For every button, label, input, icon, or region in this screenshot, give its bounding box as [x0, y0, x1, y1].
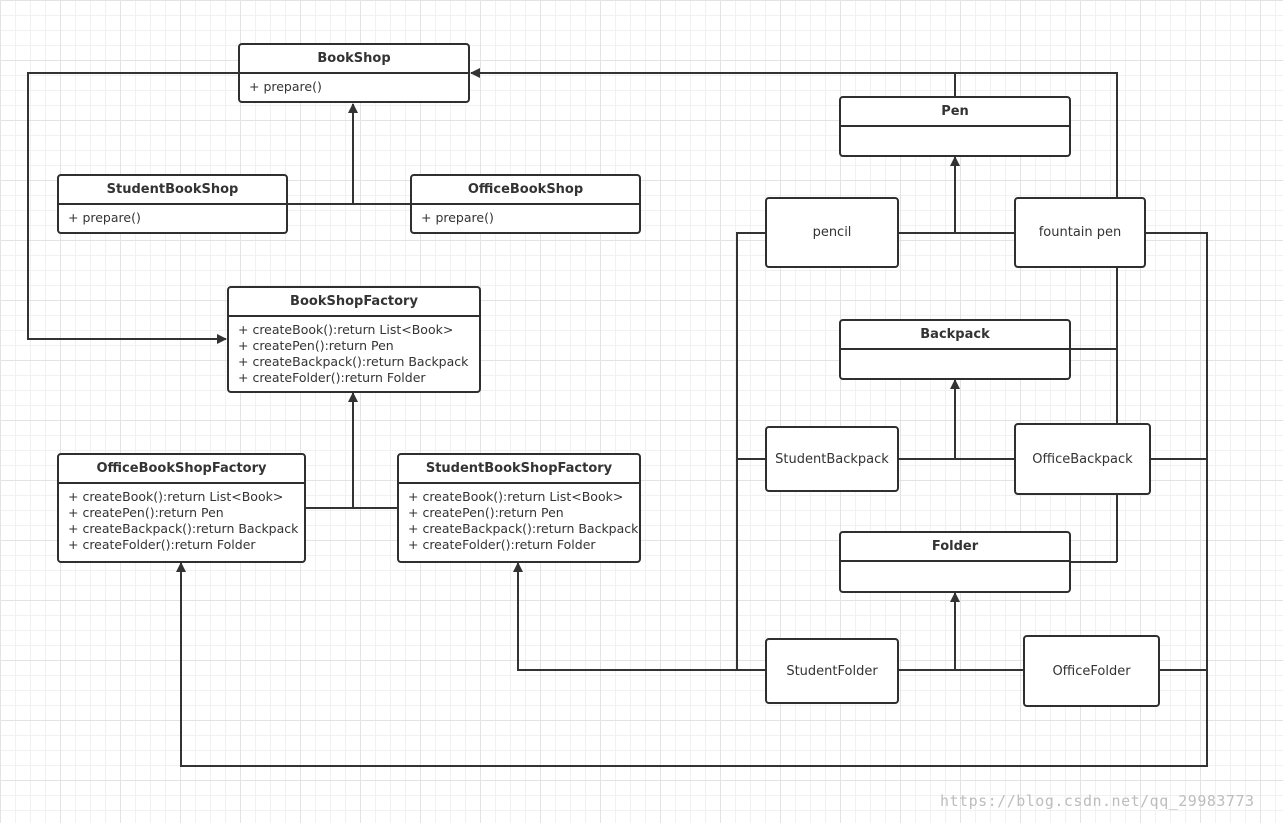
class-backpack-name: Backpack — [841, 321, 1069, 350]
member-create-backpack: + createBackpack():return Backpack — [68, 521, 299, 536]
class-pen-members — [841, 127, 1069, 155]
node-office-folder[interactable]: OfficeFolder — [1023, 635, 1160, 707]
class-bookshop-factory-members: + createBook():return List<Book> + creat… — [229, 317, 479, 391]
class-office-bookshop-members: + prepare() — [412, 205, 639, 232]
class-student-bookshop-factory[interactable]: StudentBookShopFactory + createBook():re… — [397, 453, 641, 563]
class-folder-name: Folder — [841, 533, 1069, 562]
class-backpack-members — [841, 350, 1069, 378]
class-bookshop-factory-name: BookShopFactory — [229, 288, 479, 317]
class-folder-members — [841, 562, 1069, 591]
office-products-bus — [470, 68, 1118, 562]
class-student-bookshop-factory-members: + createBook():return List<Book> + creat… — [399, 484, 639, 561]
class-folder[interactable]: Folder — [839, 531, 1071, 593]
class-bookshop[interactable]: BookShop + prepare() — [238, 43, 470, 103]
class-pen[interactable]: Pen — [839, 96, 1071, 157]
member-create-backpack: + createBackpack():return Backpack — [408, 521, 639, 536]
connector-bookshop-to-factory — [27, 72, 238, 344]
class-bookshop-factory[interactable]: BookShopFactory + createBook():return Li… — [227, 286, 481, 393]
class-backpack[interactable]: Backpack — [839, 319, 1071, 380]
member-create-pen: + createPen():return Pen — [68, 505, 224, 520]
watermark-text: https://blog.csdn.net/qq_29983773 — [940, 792, 1255, 810]
member-create-folder: + createFolder():return Folder — [238, 370, 426, 385]
class-office-bookshop-factory-name: OfficeBookShopFactory — [59, 455, 304, 484]
member-create-backpack: + createBackpack():return Backpack — [238, 354, 469, 369]
class-pen-name: Pen — [841, 98, 1069, 127]
node-student-backpack[interactable]: StudentBackpack — [765, 426, 899, 492]
office-factory-bus — [176, 232, 1208, 767]
member-prepare: + prepare() — [68, 210, 141, 225]
class-student-bookshop-factory-name: StudentBookShopFactory — [399, 455, 639, 484]
class-student-bookshop[interactable]: StudentBookShop + prepare() — [57, 174, 288, 234]
member-prepare: + prepare() — [421, 210, 494, 225]
member-create-folder: + createFolder():return Folder — [68, 537, 256, 552]
class-bookshop-name: BookShop — [240, 45, 468, 74]
member-prepare: + prepare() — [249, 79, 322, 94]
class-office-bookshop-factory[interactable]: OfficeBookShopFactory + createBook():ret… — [57, 453, 306, 563]
class-student-bookshop-name: StudentBookShop — [59, 176, 286, 205]
node-pencil[interactable]: pencil — [765, 197, 899, 268]
member-create-book: + createBook():return List<Book> — [68, 489, 284, 504]
class-student-bookshop-members: + prepare() — [59, 205, 286, 232]
node-student-folder[interactable]: StudentFolder — [765, 638, 899, 704]
class-office-bookshop-name: OfficeBookShop — [412, 176, 639, 205]
class-office-bookshop[interactable]: OfficeBookShop + prepare() — [410, 174, 641, 234]
node-fountain-pen[interactable]: fountain pen — [1014, 197, 1146, 268]
class-office-bookshop-factory-members: + createBook():return List<Book> + creat… — [59, 484, 304, 561]
class-bookshop-members: + prepare() — [240, 74, 468, 101]
member-create-book: + createBook():return List<Book> — [408, 489, 624, 504]
member-create-folder: + createFolder():return Folder — [408, 537, 596, 552]
node-office-backpack[interactable]: OfficeBackpack — [1014, 423, 1151, 495]
member-create-pen: + createPen():return Pen — [408, 505, 564, 520]
student-products-bus — [513, 232, 765, 671]
member-create-book: + createBook():return List<Book> — [238, 322, 454, 337]
member-create-pen: + createPen():return Pen — [238, 338, 394, 353]
